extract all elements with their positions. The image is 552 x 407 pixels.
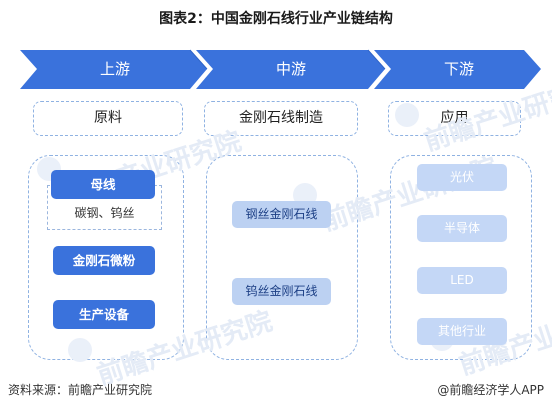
downstream-item-other: 其他行业 (417, 318, 507, 345)
downstream-arrow (374, 50, 541, 89)
upstream-item-busbar: 母线 (51, 170, 155, 199)
chart-title: 图表2：中国金刚石线行业产业链结构 (159, 11, 393, 27)
downstream-item-led: LED (417, 267, 507, 294)
credit-note: @前瞻经济学人APP (437, 383, 544, 397)
downstream-item-semiconductor: 半导体 (417, 215, 507, 242)
midstream-group (206, 155, 358, 360)
upstream-category: 原料 (94, 110, 122, 126)
midstream-category: 金刚石线制造 (239, 110, 323, 126)
source-note: 资料来源：前瞻产业研究院 (8, 383, 153, 397)
upstream-item-sub-text: 碳钢、钨丝 (74, 206, 135, 220)
downstream-item-pv: 光伏 (417, 164, 507, 191)
upstream-category-box: 原料 (33, 101, 183, 136)
upstream-item-diamond-powder: 金刚石微粉 (53, 246, 155, 275)
midstream-item-tungsten-wire: 钨丝金刚石线 (232, 278, 331, 305)
stage-arrows (20, 49, 541, 89)
downstream-category: 应用 (440, 110, 469, 126)
upstream-arrow (20, 50, 207, 89)
midstream-item-steel-wire: 钢丝金刚石线 (232, 201, 331, 228)
downstream-label: 下游 (443, 60, 474, 78)
midstream-arrow (196, 50, 385, 89)
upstream-label: 上游 (99, 60, 130, 78)
downstream-category-box: 应用 (388, 101, 521, 136)
midstream-label: 中游 (275, 60, 306, 78)
midstream-category-box: 金刚石线制造 (204, 101, 358, 136)
upstream-item-equipment: 生产设备 (53, 300, 155, 329)
